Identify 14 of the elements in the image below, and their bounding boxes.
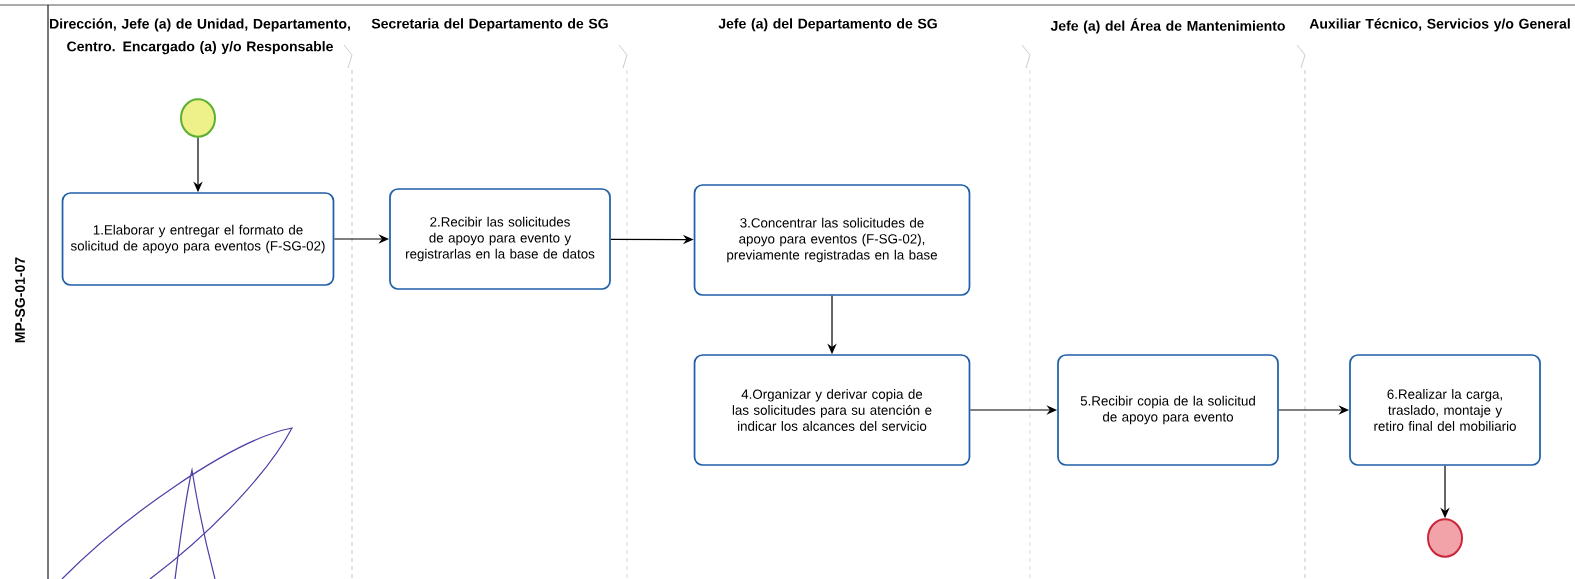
lane-header: Jefe (a) del Área de Mantenimiento [1050,18,1285,34]
lane-header: Secretaria del Departamento de SG [371,18,608,32]
lane-header: Jefe (a) del Departamento de SG [718,18,937,32]
lane-header: Auxiliar Técnico, Servicios y/o General [1309,18,1570,32]
document-code: MP-SG-01-07 [15,257,25,343]
start-event-circle [180,98,216,138]
lane-header: Dirección, Jefe (a) de Unidad, Departamento, Centro. Encargado (a) y/o Responsable [50,18,350,55]
end-event-circle [1427,518,1463,558]
process-box: 1.Elaborar y entregar el formato de solicitud de apoyo para eventos (F-SG-02) [61,192,335,286]
process-box: 5.Recibir copia de la solicitud de apoyo para evento [1057,354,1279,466]
process-box: 2.Recibir las solicitudes de apoyo para evento y registrarlas en la base de datos [389,188,611,290]
process-box: 3.Concentrar las solicitudes de apoyo para eventos (F-SG-02), previamente registradas en la base [693,184,971,296]
process-box: 4.Organizar y derivar copia de las solicitudes para su atención e indicar los alcances del servicio [693,354,971,466]
process-box: 6.Realizar la carga, traslado, montaje y retiro final del mobiliario [1349,354,1541,466]
